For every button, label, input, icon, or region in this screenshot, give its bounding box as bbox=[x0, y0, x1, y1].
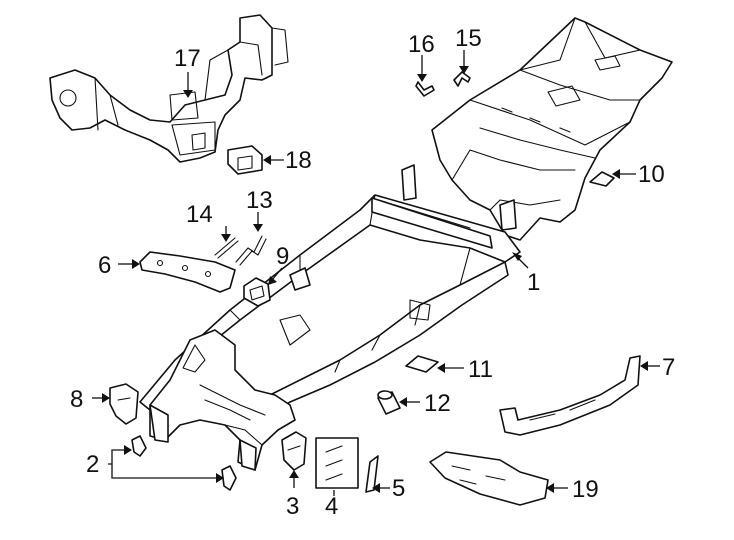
part-9-mount bbox=[243, 277, 271, 307]
callout-5: 5 bbox=[392, 475, 405, 502]
part-16-clip bbox=[415, 81, 435, 97]
receiver-tube bbox=[227, 145, 263, 175]
callout-8: 8 bbox=[70, 386, 83, 413]
callout-12: 12 bbox=[424, 390, 451, 417]
part-12-bushing bbox=[377, 390, 401, 415]
part-19-skid-plate bbox=[429, 451, 549, 506]
part-15-clip bbox=[453, 71, 471, 87]
part-5-shim bbox=[365, 455, 379, 493]
callout-10: 10 bbox=[638, 161, 665, 188]
part-10-bracket bbox=[589, 171, 615, 187]
callout-15: 15 bbox=[455, 25, 482, 52]
part-6-plate bbox=[139, 251, 236, 293]
callout-11: 11 bbox=[468, 356, 493, 383]
part-7-brace bbox=[499, 355, 641, 436]
callout-13: 13 bbox=[246, 187, 273, 214]
callout-14: 14 bbox=[186, 201, 213, 228]
callout-2: 2 bbox=[86, 451, 99, 478]
part-8-bracket bbox=[109, 383, 139, 425]
part-11-bracket bbox=[405, 355, 439, 373]
part-13-strap bbox=[235, 235, 267, 266]
callout-16: 16 bbox=[408, 31, 435, 58]
part-2-bracket-b bbox=[221, 465, 237, 491]
part-2-bracket-a bbox=[131, 435, 147, 457]
part-4-kit-box bbox=[315, 437, 359, 489]
callout-7: 7 bbox=[662, 354, 675, 381]
part-14-strap bbox=[214, 237, 239, 259]
callout-17: 17 bbox=[174, 45, 201, 72]
callout-18: 18 bbox=[285, 147, 312, 174]
callout-9: 9 bbox=[276, 243, 289, 270]
part-3-bracket bbox=[281, 431, 307, 471]
callout-6: 6 bbox=[98, 252, 111, 279]
frame-assembly bbox=[139, 17, 673, 471]
callout-19: 19 bbox=[572, 476, 599, 503]
hitch-assembly bbox=[49, 14, 289, 163]
callout-1: 1 bbox=[527, 269, 540, 296]
callout-4: 4 bbox=[325, 493, 338, 520]
callout-3: 3 bbox=[286, 493, 299, 520]
